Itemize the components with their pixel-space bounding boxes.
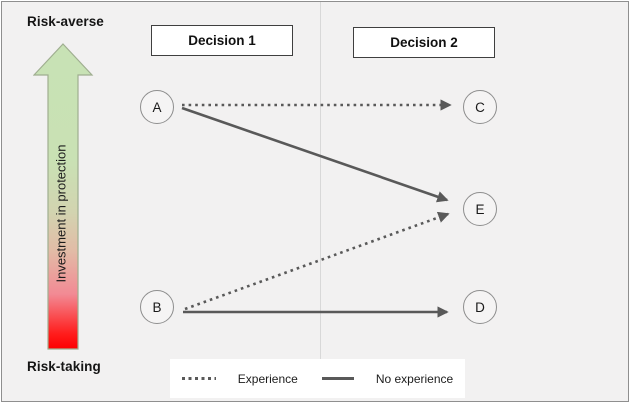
node-A: A: [140, 90, 174, 124]
axis-top-label: Risk-averse: [27, 14, 104, 29]
edge-B-E: [184, 211, 450, 311]
column-header-decision-2: Decision 2: [353, 27, 495, 58]
decision-1-label: Decision 1: [188, 33, 256, 48]
edge-A-E: [181, 106, 449, 203]
column-header-decision-1: Decision 1: [151, 25, 293, 56]
decision-2-label: Decision 2: [390, 35, 458, 50]
investment-axis-arrow: [33, 43, 94, 350]
legend-label-experience: Experience: [237, 371, 298, 386]
node-D: D: [463, 290, 497, 324]
legend-label-no-experience: No experience: [375, 371, 454, 386]
node-C-label: C: [475, 99, 485, 115]
legend: Experience No experience: [170, 359, 465, 398]
column-divider: [320, 2, 321, 360]
node-C: C: [463, 90, 497, 124]
gradient-arrow-shape: [33, 43, 94, 350]
node-E: E: [463, 192, 497, 226]
legend-item-no-experience: No experience: [321, 371, 454, 386]
solid-line-sample: [321, 377, 354, 380]
dotted-line-sample: [181, 377, 216, 380]
node-E-label: E: [475, 201, 485, 217]
node-B-label: B: [152, 299, 162, 315]
legend-item-experience: Experience: [181, 371, 298, 386]
node-B: B: [140, 290, 174, 324]
node-D-label: D: [475, 299, 485, 315]
decision-edges: [181, 99, 452, 318]
node-A-label: A: [152, 99, 162, 115]
axis-bottom-label: Risk-taking: [27, 359, 101, 374]
diagram-panel: Risk-averse Risk-taking Investment in pr…: [1, 1, 629, 402]
